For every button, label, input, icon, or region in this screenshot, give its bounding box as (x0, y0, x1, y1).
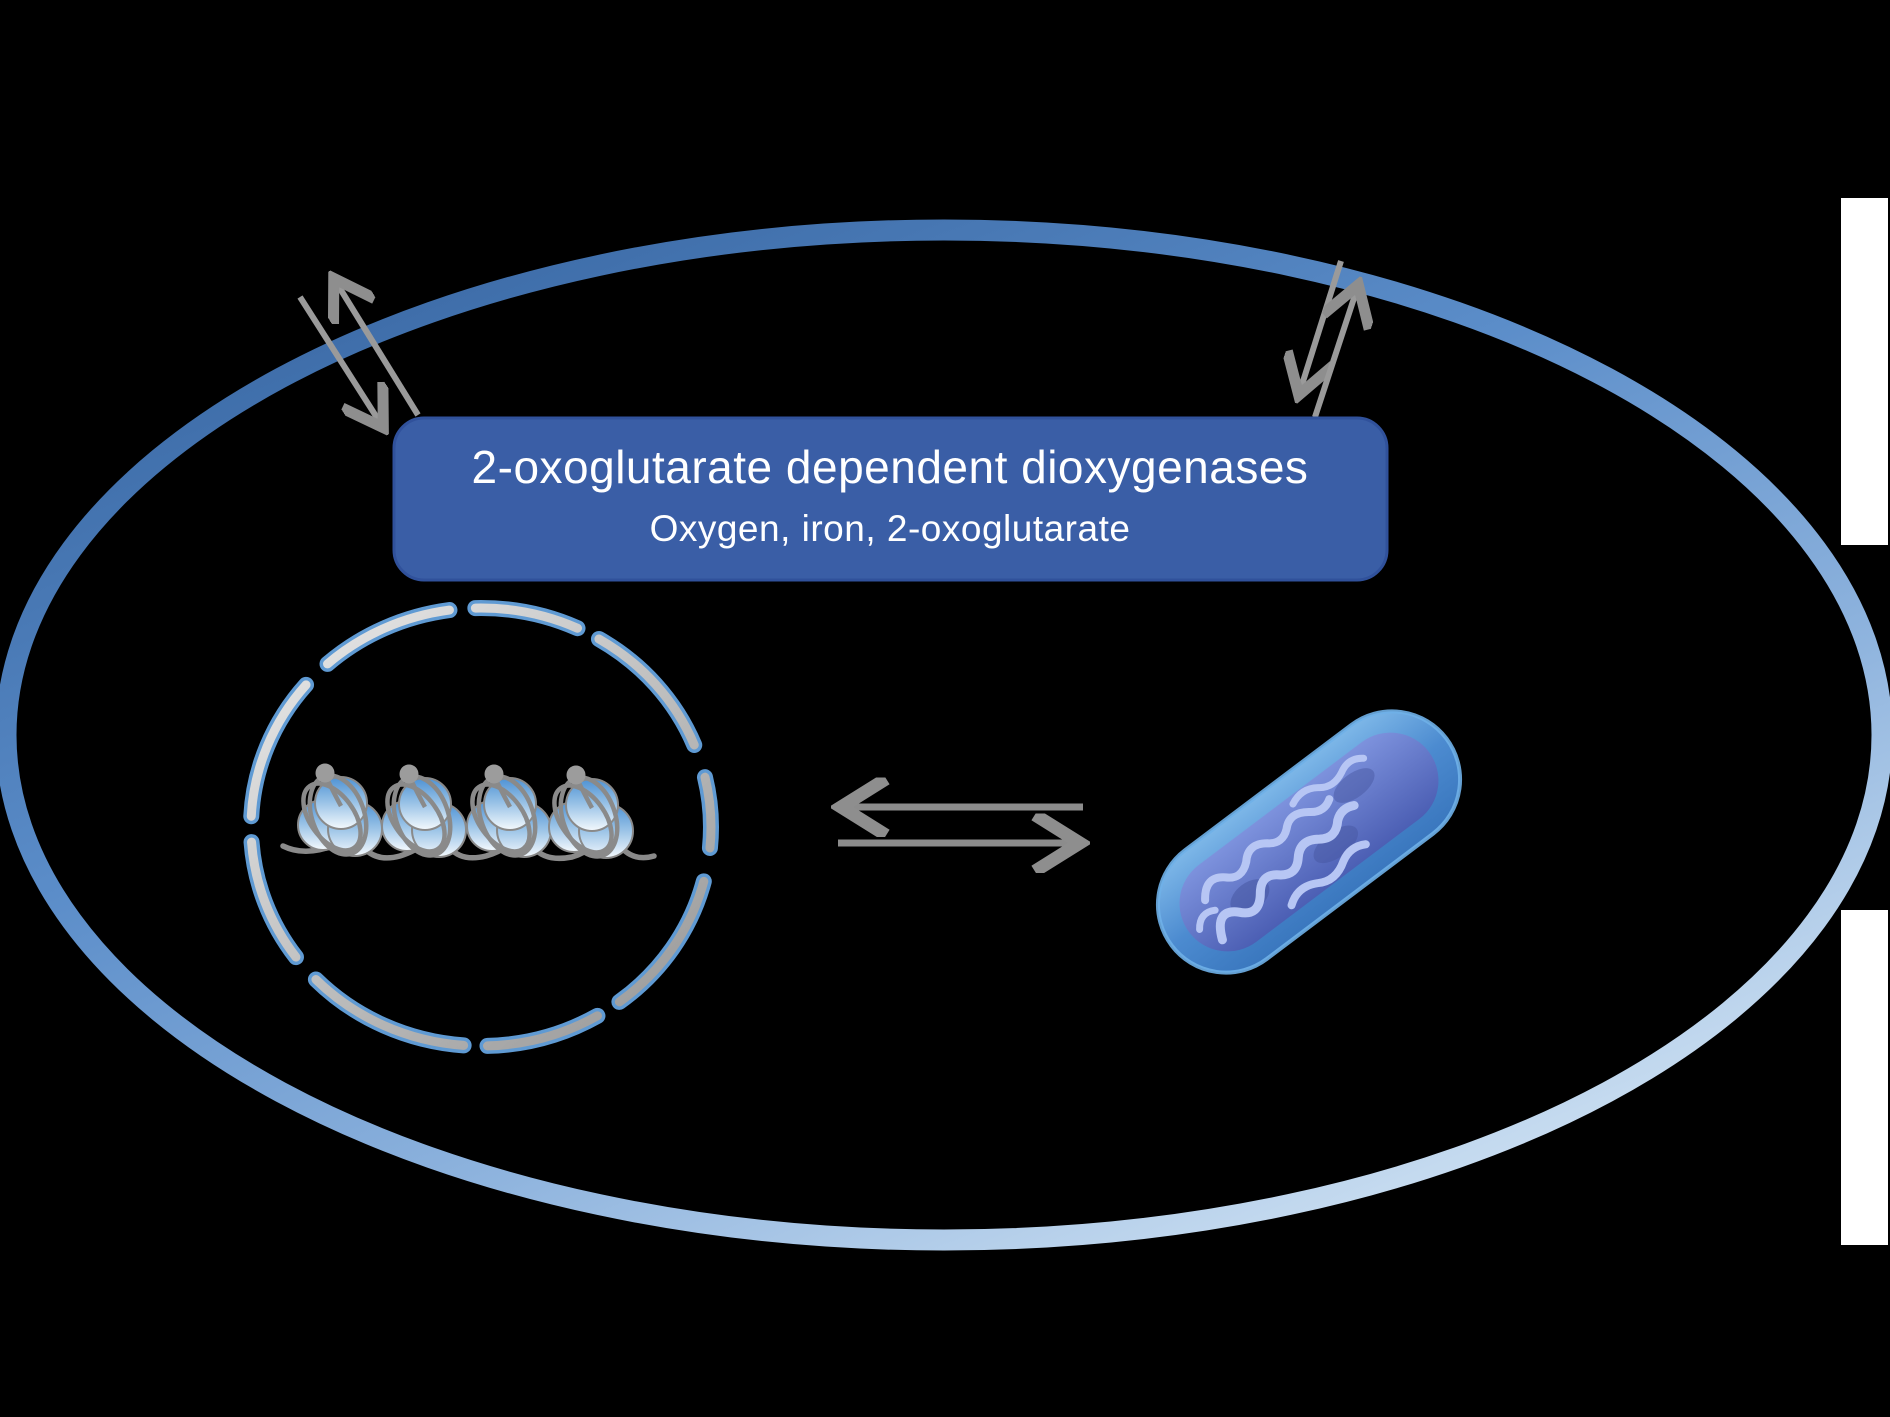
nucleosome-histone-cluster (461, 765, 551, 864)
mito-outer-rim (1155, 709, 1463, 975)
side-panel-bottom (1841, 910, 1888, 1245)
nucleosome-histone-cluster (543, 766, 633, 865)
nucleus (243, 600, 719, 1054)
nucleosome-histone-cluster (376, 765, 466, 864)
membrane-transport-arrows-right (1300, 260, 1357, 418)
enzyme-label-box: 2-oxoglutarate dependent dioxygenases Ox… (392, 416, 1389, 582)
side-panel-top (1841, 198, 1888, 545)
nucleosome-histone-cluster (292, 764, 382, 863)
mito-cristae (1196, 754, 1375, 945)
membrane-transport-arrows-left (297, 282, 421, 424)
exchange-arrows (838, 807, 1083, 843)
label-box-background (392, 416, 1389, 582)
enzyme-cofactors: Oxygen, iron, 2-oxoglutarate (650, 508, 1131, 549)
chromatin-nucleosomes (292, 764, 633, 865)
nuclear-envelope-gray (246, 603, 716, 1051)
mitochondrion (1155, 709, 1463, 975)
cell-membrane-ellipse (0, 219, 1890, 1251)
export-arrow-icon (336, 282, 421, 417)
import-arrow-icon (297, 295, 381, 424)
enzyme-title: 2-oxoglutarate dependent dioxygenases (472, 441, 1309, 493)
export-arrow-icon (1312, 289, 1357, 418)
